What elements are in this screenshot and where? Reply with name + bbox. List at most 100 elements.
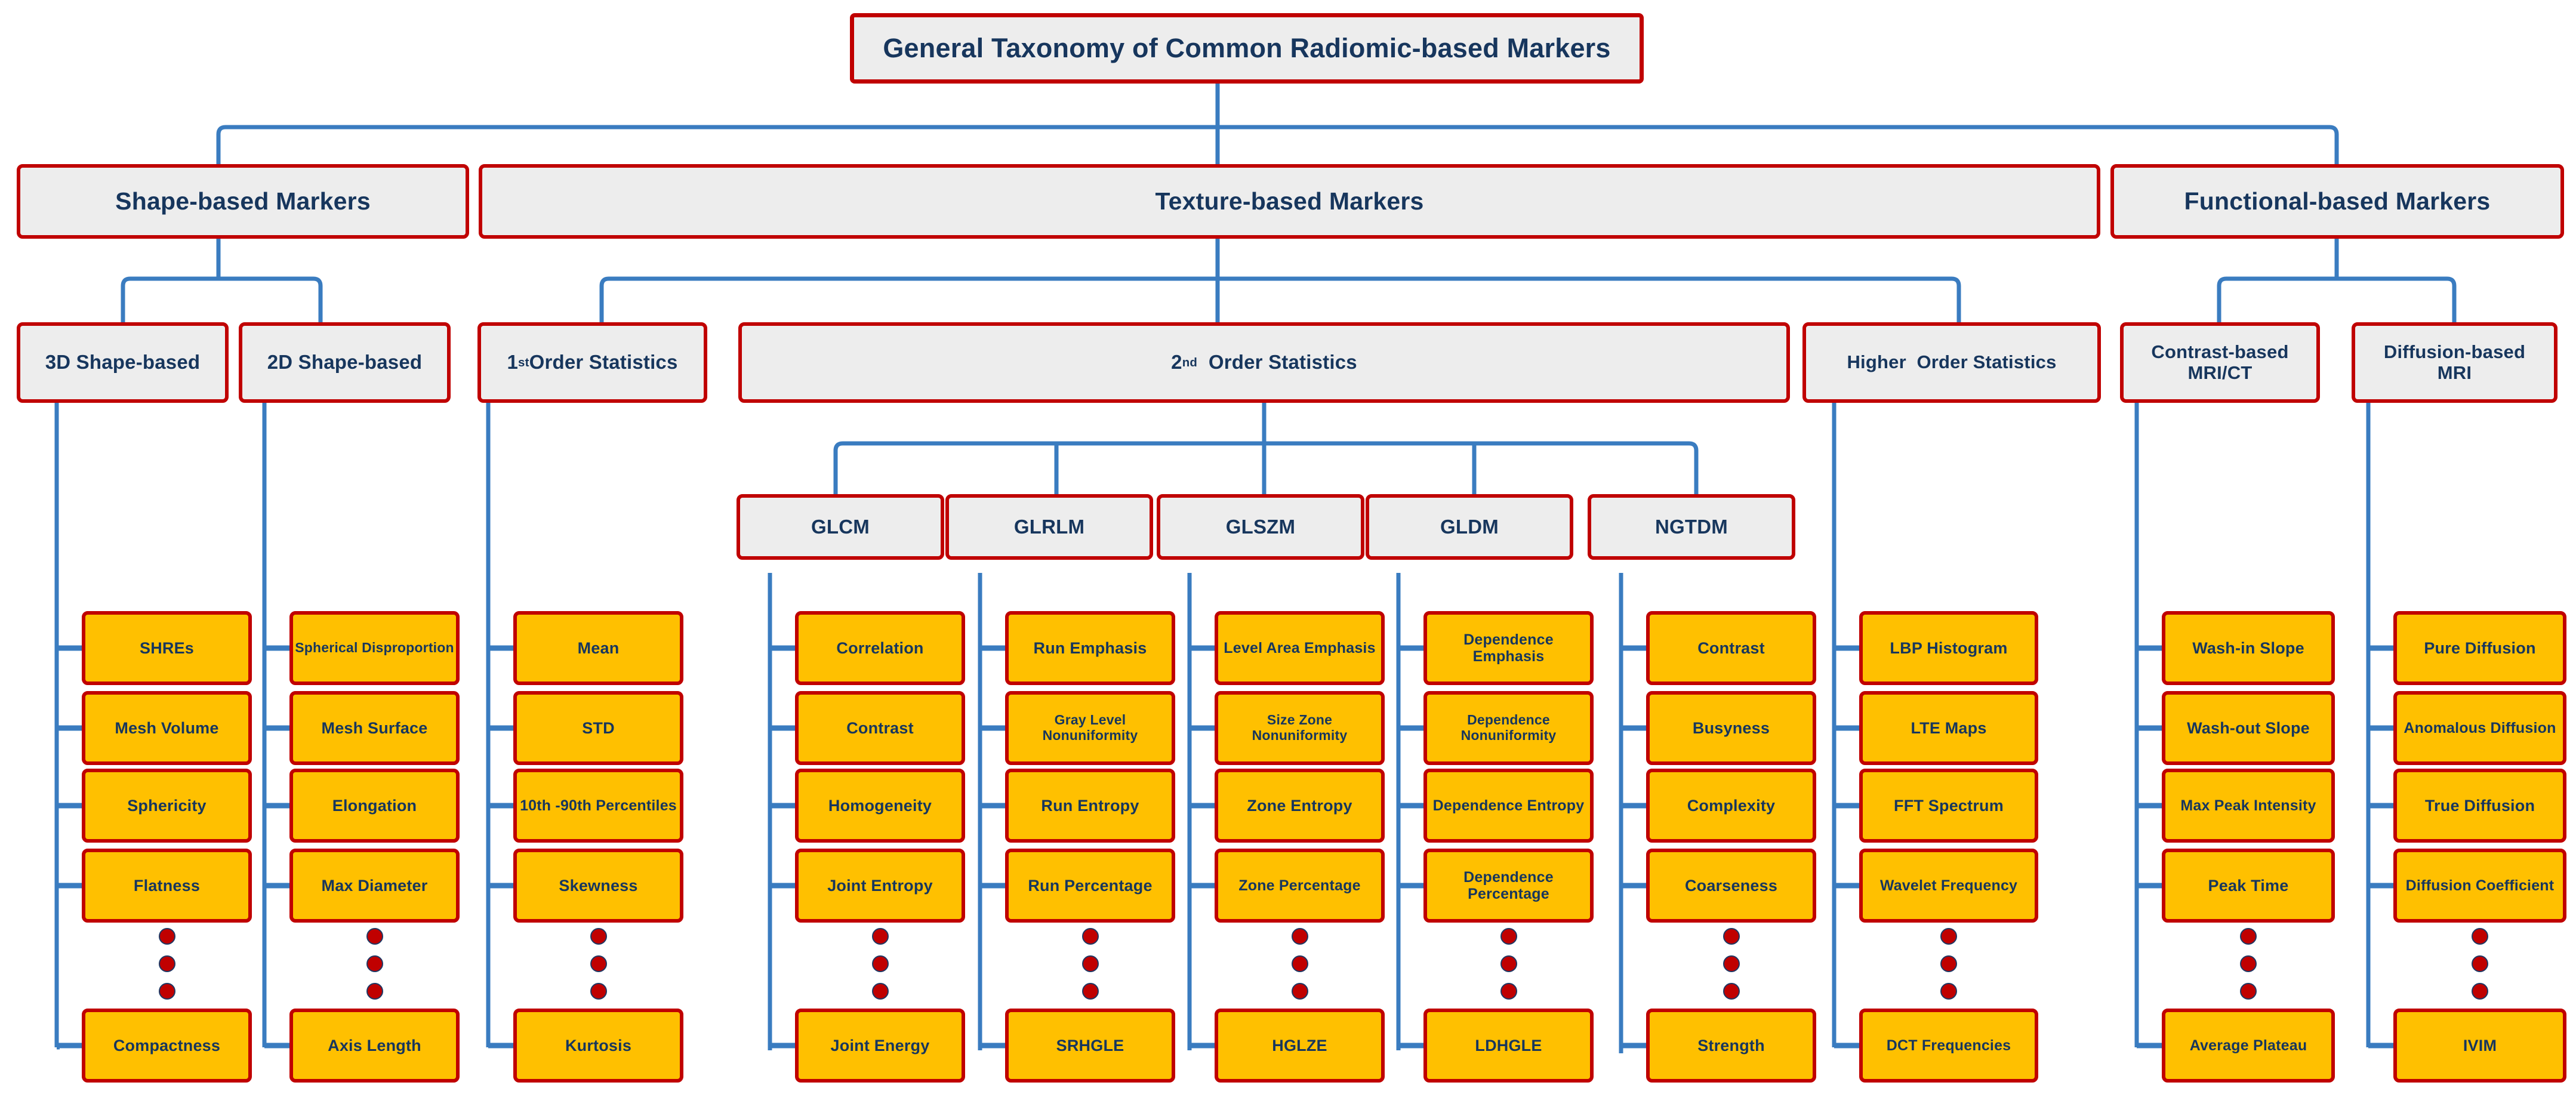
marker-box[interactable]: Pure Diffusion	[2393, 611, 2566, 685]
marker-box-last[interactable]: Axis Length	[289, 1009, 460, 1083]
marker-box[interactable]: Contrast	[1646, 611, 1816, 685]
marker-box[interactable]: Wash-out Slope	[2162, 691, 2335, 765]
ellipsis-dot	[1081, 983, 1099, 1000]
marker-box-last[interactable]: Kurtosis	[513, 1009, 683, 1083]
marker-box-last[interactable]: Joint Energy	[795, 1009, 965, 1083]
marker-box[interactable]: Size Zone Nonuniformity	[1215, 691, 1385, 765]
subcategory-3d-shape-based[interactable]: 3D Shape-based	[17, 322, 229, 403]
marker-box[interactable]: Dependence Percentage	[1423, 849, 1594, 923]
marker-box[interactable]: Contrast	[795, 691, 965, 765]
marker-box[interactable]: SHREs	[82, 611, 252, 685]
ellipsis-dot	[1081, 928, 1099, 945]
category-shape-based[interactable]: Shape-based Markers	[17, 164, 469, 239]
marker-box[interactable]: Complexity	[1646, 769, 1816, 843]
matrix-gldm[interactable]: GLDM	[1366, 494, 1573, 560]
marker-box[interactable]: Anomalous Diffusion	[2393, 691, 2566, 765]
marker-box[interactable]: Run Percentage	[1005, 849, 1175, 923]
marker-box[interactable]: Skewness	[513, 849, 683, 923]
subcategory-higher-order-statistics[interactable]: Higher Order Statistics	[1802, 322, 2101, 403]
matrix-glcm[interactable]: GLCM	[737, 494, 944, 560]
vertical-ellipsis	[868, 928, 892, 1000]
vertical-ellipsis	[155, 928, 179, 1000]
vertical-ellipsis	[1720, 928, 1743, 1000]
marker-box[interactable]: True Diffusion	[2393, 769, 2566, 843]
marker-box[interactable]: Elongation	[289, 769, 460, 843]
marker-box[interactable]: Mesh Surface	[289, 691, 460, 765]
ellipsis-dot	[871, 955, 889, 972]
ellipsis-dot	[590, 983, 607, 1000]
marker-box[interactable]: Zone Entropy	[1215, 769, 1385, 843]
marker-box[interactable]: LTE Maps	[1859, 691, 2038, 765]
ellipsis-dot	[1500, 955, 1517, 972]
marker-box[interactable]: Homogeneity	[795, 769, 965, 843]
marker-box[interactable]: Joint Entropy	[795, 849, 965, 923]
vertical-ellipsis	[1288, 928, 1312, 1000]
matrix-ngtdm[interactable]: NGTDM	[1588, 494, 1795, 560]
ellipsis-dot	[1940, 955, 1957, 972]
marker-box-last[interactable]: Average Plateau	[2162, 1009, 2335, 1083]
ellipsis-dot	[590, 955, 607, 972]
marker-box[interactable]: Wash-in Slope	[2162, 611, 2335, 685]
marker-box[interactable]: Level Area Emphasis	[1215, 611, 1385, 685]
ellipsis-dot	[1291, 928, 1308, 945]
matrix-glrlm[interactable]: GLRLM	[945, 494, 1153, 560]
marker-box-last[interactable]: Strength	[1646, 1009, 1816, 1083]
ellipsis-dot	[366, 955, 383, 972]
marker-box[interactable]: Dependence Entropy	[1423, 769, 1594, 843]
ellipsis-dot	[2240, 928, 2257, 945]
subcategory-2d-shape-based[interactable]: 2D Shape-based	[239, 322, 451, 403]
ellipsis-dot	[158, 983, 175, 1000]
marker-box-last[interactable]: IVIM	[2393, 1009, 2566, 1083]
ellipsis-dot	[871, 928, 889, 945]
marker-box[interactable]: Run Entropy	[1005, 769, 1175, 843]
matrix-glszm[interactable]: GLSZM	[1157, 494, 1364, 560]
vertical-ellipsis	[2468, 928, 2492, 1000]
marker-box-last[interactable]: LDHGLE	[1423, 1009, 1594, 1083]
marker-box[interactable]: Spherical Disproportion	[289, 611, 460, 685]
marker-box[interactable]: Dependence Emphasis	[1423, 611, 1594, 685]
ellipsis-dot	[1500, 928, 1517, 945]
vertical-ellipsis	[2236, 928, 2260, 1000]
ellipsis-dot	[1940, 928, 1957, 945]
category-functional-based[interactable]: Functional-based Markers	[2110, 164, 2564, 239]
marker-box-last[interactable]: Compactness	[82, 1009, 252, 1083]
marker-box[interactable]: 10th -90th Percentiles	[513, 769, 683, 843]
marker-box[interactable]: Diffusion Coefficient	[2393, 849, 2566, 923]
marker-box[interactable]: FFT Spectrum	[1859, 769, 2038, 843]
marker-box[interactable]: Max Diameter	[289, 849, 460, 923]
marker-box-last[interactable]: HGLZE	[1215, 1009, 1385, 1083]
marker-box[interactable]: Gray Level Nonuniformity	[1005, 691, 1175, 765]
ellipsis-dot	[2472, 983, 2488, 1000]
ellipsis-dot	[871, 983, 889, 1000]
marker-box[interactable]: Max Peak Intensity	[2162, 769, 2335, 843]
marker-box[interactable]: Sphericity	[82, 769, 252, 843]
marker-box-last[interactable]: SRHGLE	[1005, 1009, 1175, 1083]
ellipsis-dot	[1940, 983, 1957, 1000]
marker-box[interactable]: Mesh Volume	[82, 691, 252, 765]
vertical-ellipsis	[1937, 928, 1961, 1000]
marker-box[interactable]: STD	[513, 691, 683, 765]
ellipsis-dot	[1081, 955, 1099, 972]
marker-box[interactable]: Correlation	[795, 611, 965, 685]
marker-box[interactable]: Zone Percentage	[1215, 849, 1385, 923]
ellipsis-dot	[1723, 983, 1740, 1000]
marker-box-last[interactable]: DCT Frequencies	[1859, 1009, 2038, 1083]
ellipsis-dot	[2240, 983, 2257, 1000]
category-texture-based[interactable]: Texture-based Markers	[479, 164, 2100, 239]
ellipsis-dot	[1500, 983, 1517, 1000]
ellipsis-dot	[590, 928, 607, 945]
marker-box[interactable]: LBP Histogram	[1859, 611, 2038, 685]
marker-box[interactable]: Coarseness	[1646, 849, 1816, 923]
ellipsis-dot	[1291, 983, 1308, 1000]
marker-box[interactable]: Dependence Nonuniformity	[1423, 691, 1594, 765]
marker-box[interactable]: Mean	[513, 611, 683, 685]
marker-box[interactable]: Peak Time	[2162, 849, 2335, 923]
marker-box[interactable]: Flatness	[82, 849, 252, 923]
marker-box[interactable]: Busyness	[1646, 691, 1816, 765]
marker-box[interactable]: Wavelet Frequency	[1859, 849, 2038, 923]
marker-box[interactable]: Run Emphasis	[1005, 611, 1175, 685]
